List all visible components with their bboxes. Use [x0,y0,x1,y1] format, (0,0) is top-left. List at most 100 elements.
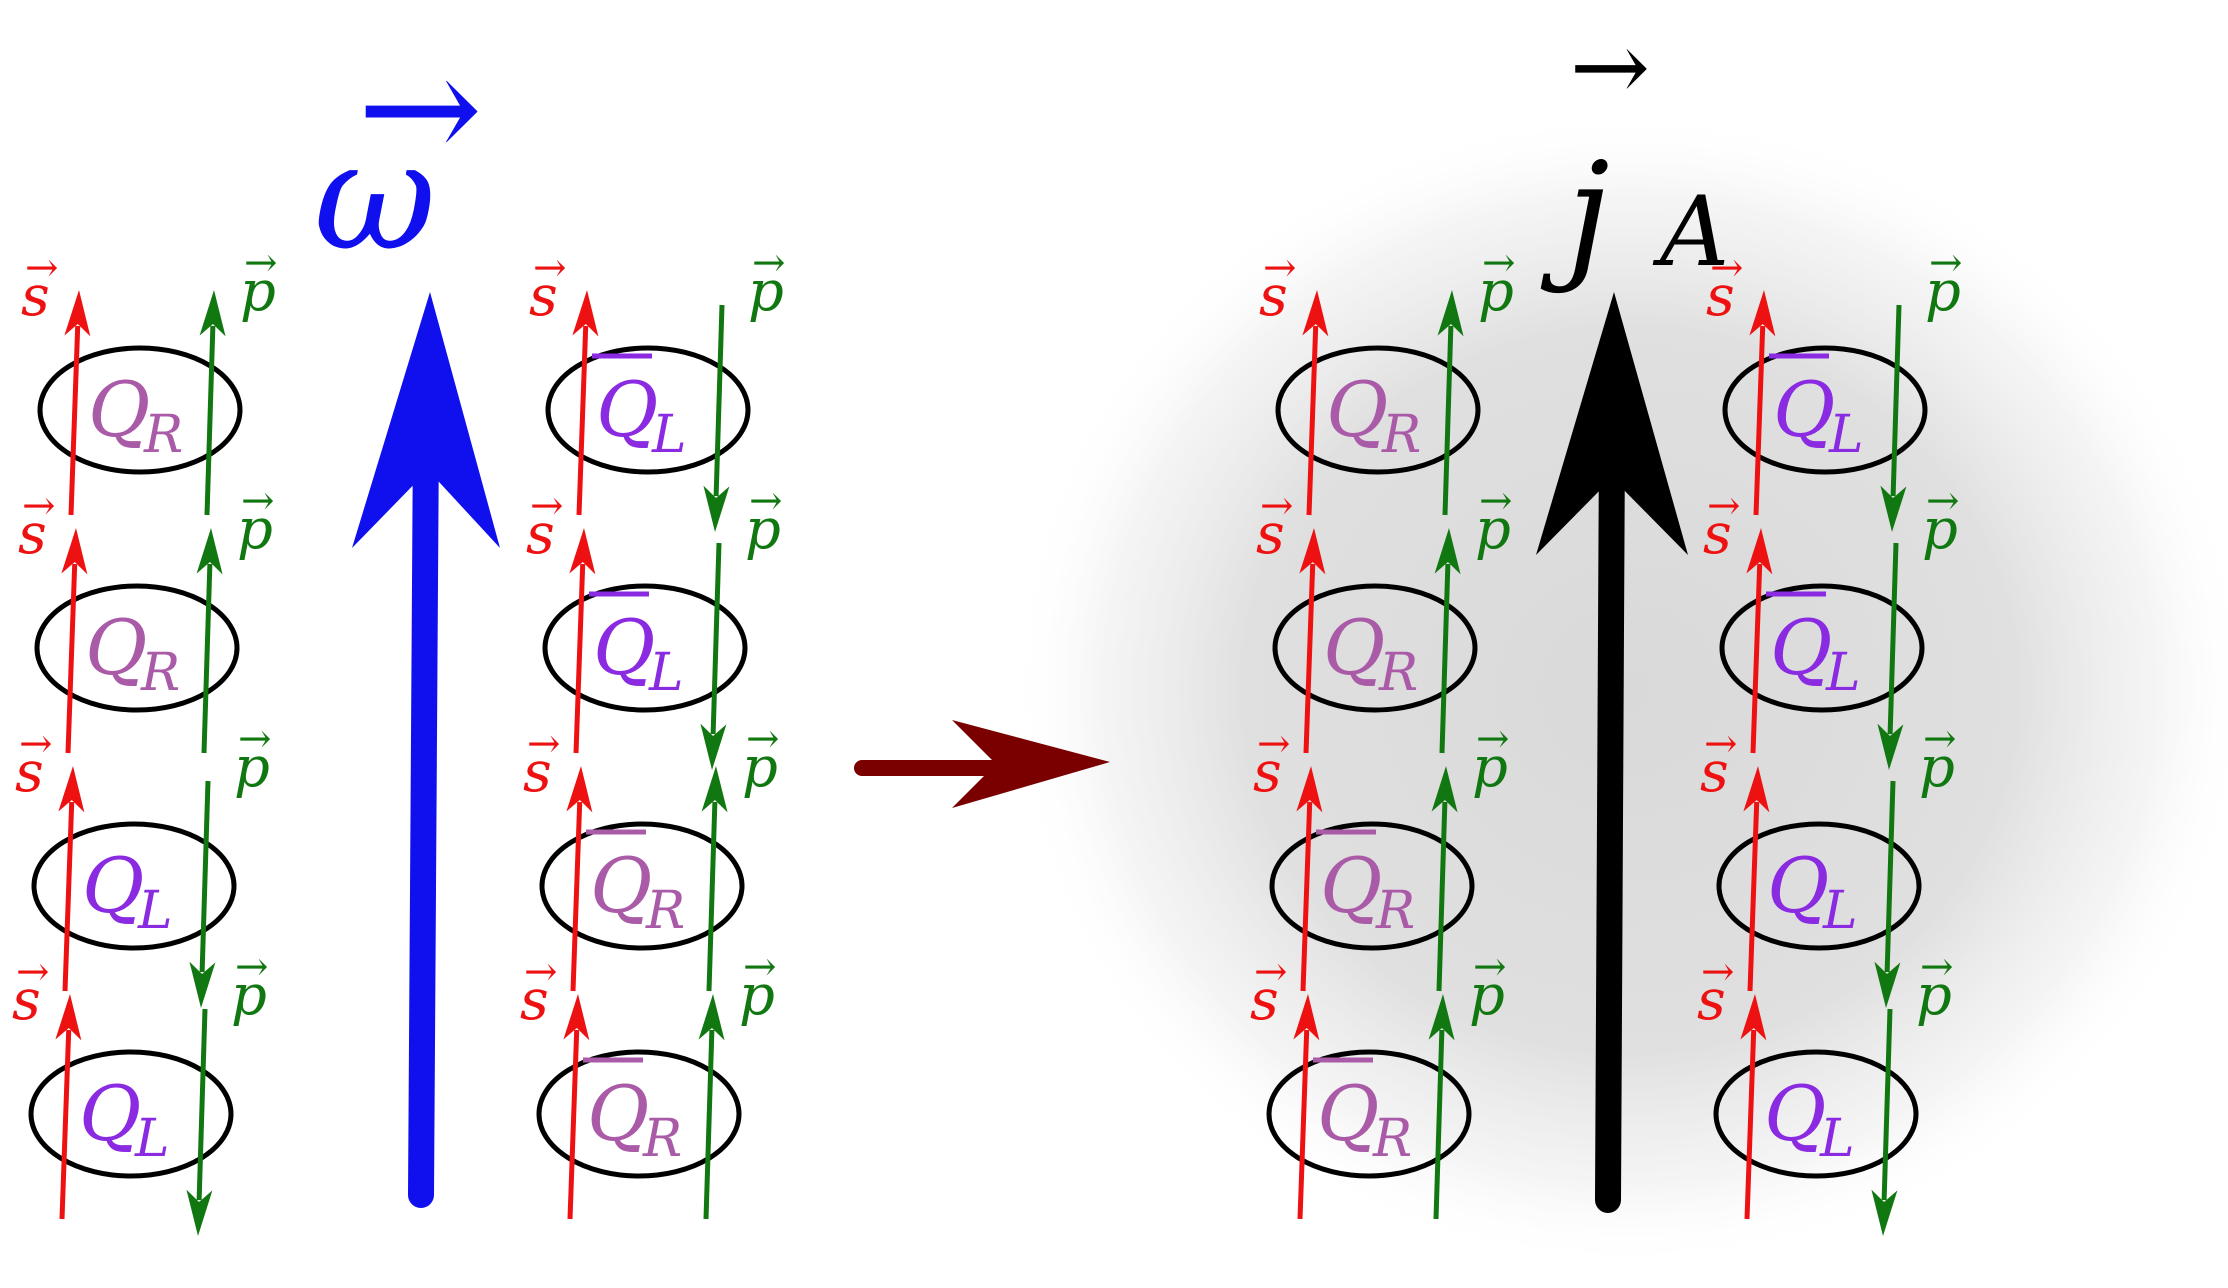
particle-ellipse [37,345,243,475]
momentum-arrow [1874,780,1901,1008]
spin-arrow [563,994,590,1220]
left-col2-particle-3: s→p→QR [523,716,780,992]
spin-label-arrow: → [1710,245,1744,291]
spin-arrow-shaft [573,563,586,754]
transition-arrow-head [952,720,1110,808]
momentum-arrow [1880,304,1907,532]
spin-label: s [1703,502,1732,567]
omega-arrow-head [352,292,500,548]
spin-arrow-shaft [1753,325,1766,516]
momentum-arrow-shaft [199,780,211,973]
particle-subscript: R [1378,643,1418,703]
spin-label: s [18,502,47,567]
momentum-arrow [1428,994,1455,1220]
spin-arrow-shaft [1297,1029,1310,1220]
particle-symbol: Q [82,841,144,930]
particle-subscript: L [1825,643,1861,703]
left-col1-particle-3: s→p→QL [15,716,272,1008]
spin-label-arrow: → [16,949,50,995]
momentum-label: p [1478,259,1514,324]
momentum-label-arrow: → [1920,944,1954,990]
spin-arrow-head [1293,994,1320,1041]
particle-subscript: R [1375,881,1415,941]
spin-arrow [1299,528,1326,754]
momentum-label-arrow: → [1926,478,1960,524]
momentum-arrow-head [701,766,728,813]
momentum-arrow [1877,542,1904,770]
particle-symbol: Q [1773,365,1835,454]
momentum-arrow-shaft [196,1008,208,1201]
spin-label-arrow: → [1701,949,1735,995]
spin-arrow [1749,290,1776,516]
particle-subscript: R [1381,405,1421,465]
spin-arrow [1302,290,1329,516]
right-col2-particle-4: s→p→QL [1697,944,1954,1236]
spin-arrow [64,290,91,516]
spin-label: s [1250,968,1279,1033]
spin-label: s [15,740,44,805]
particle-ellipse [1713,1049,1919,1179]
spin-arrow-head [1743,766,1770,813]
spin-arrow-head [1746,528,1773,575]
particle-subscript: L [1828,405,1864,465]
particle-ellipse [34,583,240,713]
spin-label: s [529,264,558,329]
spin-arrow-shaft [1303,563,1316,754]
momentum-arrow-shaft [1439,563,1451,754]
particle-symbol: Q [587,1069,649,1158]
spin-arrow-shaft [62,801,75,992]
momentum-arrow [700,542,727,770]
momentum-arrow-head [1428,994,1455,1041]
momentum-arrow-shaft [703,1029,715,1220]
momentum-label-arrow: → [1929,240,1963,286]
particle-ellipse [536,1049,742,1179]
momentum-arrow-shaft [1442,325,1454,516]
spin-label: s [12,968,41,1033]
particle-subscript: R [642,1109,682,1169]
spin-arrow-shaft [1744,1029,1757,1220]
momentum-label: p [1922,497,1958,562]
momentum-arrow [1871,1008,1898,1236]
momentum-arrow-head [196,528,223,575]
particle-symbol: Q [88,365,150,454]
particle-subscript: L [648,643,684,703]
spin-arrow [61,528,88,754]
spin-label-arrow: → [524,949,558,995]
spin-arrow-head [563,994,590,1041]
momentum-arrow-head [1437,290,1464,337]
left-panel: s→p→QRs→p→QRs→p→QLs→p→QLs→p→QLs→p→QLs→p→… [12,240,786,1236]
spin-arrow [55,994,82,1220]
spin-label-arrow: → [533,245,567,291]
spin-arrow-head [1299,528,1326,575]
momentum-label-arrow: → [743,944,777,990]
particle-ellipse [1272,583,1478,713]
spin-arrow [1743,766,1770,992]
momentum-arrow [186,1008,213,1236]
momentum-label: p [240,259,276,324]
particle-subscript: L [1822,881,1858,941]
momentum-label: p [1919,735,1955,800]
particle-subscript: R [140,643,180,703]
spin-arrow-head [61,528,88,575]
particle-subscript: R [143,405,183,465]
spin-arrow-shaft [59,1029,72,1220]
particle-ellipse [1719,583,1925,713]
momentum-arrow-shaft [1881,1008,1893,1201]
particle-ellipse [539,821,745,951]
spin-label: s [1256,502,1285,567]
momentum-label-arrow: → [1479,478,1513,524]
momentum-label: p [748,259,784,324]
momentum-arrow [703,304,730,532]
spin-arrow-shaft [567,1029,580,1220]
spin-arrow [1740,994,1767,1220]
spin-arrow-head [1749,290,1776,337]
momentum-label-arrow: → [1482,240,1516,286]
particle-ellipse [1269,821,1475,951]
right-col1-particle-2: s→p→QR [1256,478,1513,754]
momentum-label: p [1469,963,1505,1028]
spin-label: s [21,264,50,329]
momentum-label: p [1472,735,1508,800]
omega-arrow-shaft [408,417,439,1208]
spin-arrow-head [1296,766,1323,813]
